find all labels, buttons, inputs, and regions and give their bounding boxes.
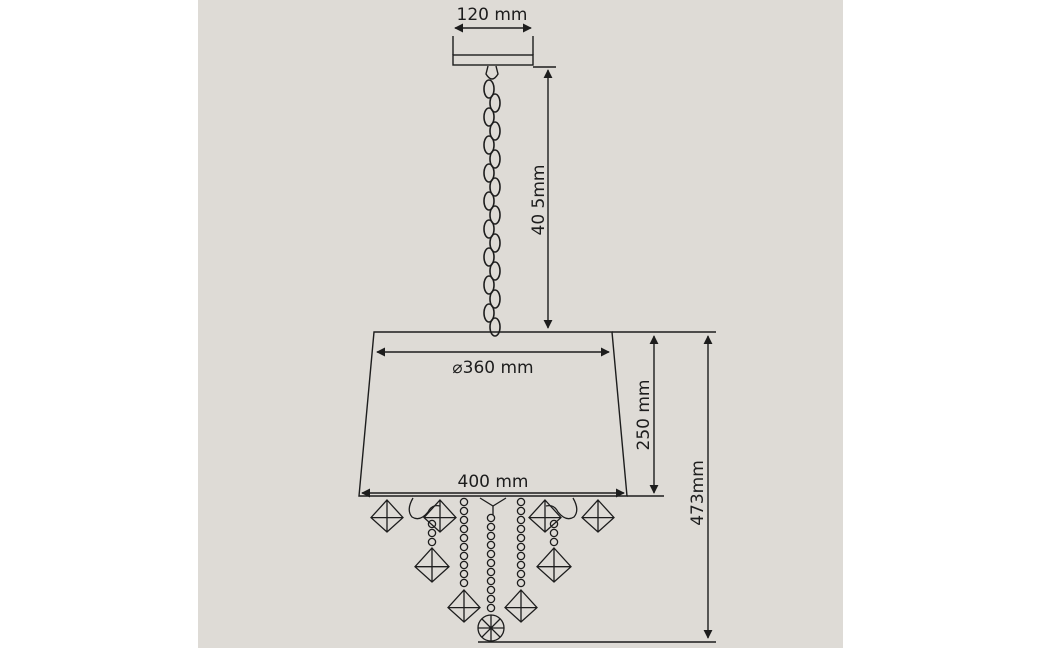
- bead: [486, 567, 496, 577]
- bead: [516, 560, 526, 570]
- bead: [459, 560, 469, 570]
- bead: [516, 569, 526, 579]
- bead: [459, 506, 469, 516]
- bead: [516, 497, 526, 507]
- bead: [549, 528, 559, 538]
- bead-strands: [427, 497, 559, 613]
- chain-link: [483, 79, 495, 99]
- bead: [486, 549, 496, 559]
- chain-link: [489, 289, 501, 309]
- lamp-shade: [358, 331, 716, 497]
- bead: [486, 576, 496, 586]
- bead: [486, 585, 496, 595]
- bead: [427, 528, 437, 538]
- bead: [459, 515, 469, 525]
- crystal-pendant: [414, 547, 450, 583]
- bead: [516, 578, 526, 588]
- bead: [486, 540, 496, 550]
- chain-link: [483, 191, 495, 211]
- crystal-pendant: [504, 589, 538, 623]
- total-height-label: 473mm: [688, 460, 708, 526]
- bead: [516, 533, 526, 543]
- bead: [549, 519, 559, 529]
- shade-top-diameter-label: ⌀360 mm: [452, 358, 533, 378]
- crystal-pendant: [581, 499, 615, 533]
- bead: [459, 569, 469, 579]
- shade-bottom-width-label: 400 mm: [458, 472, 529, 492]
- crystal-ball: [477, 614, 505, 642]
- chain-link: [489, 317, 501, 337]
- bead: [486, 594, 496, 604]
- chain-link: [489, 177, 501, 197]
- bead: [427, 537, 437, 547]
- chain-link: [489, 149, 501, 169]
- bead: [516, 551, 526, 561]
- chain-link: [483, 303, 495, 323]
- chain-link: [489, 205, 501, 225]
- chain-link: [483, 107, 495, 127]
- crystal-pendant: [370, 499, 404, 533]
- bead: [486, 558, 496, 568]
- shade-bottom-width-dimension: 400 mm: [361, 472, 625, 498]
- shade-top-diameter-dimension: ⌀360 mm: [376, 347, 610, 378]
- chain-link: [483, 247, 495, 267]
- bead: [459, 542, 469, 552]
- bead: [516, 524, 526, 534]
- drawing-background: [198, 0, 843, 648]
- bead: [486, 603, 496, 613]
- bead: [549, 537, 559, 547]
- bead: [486, 522, 496, 532]
- chain-link: [489, 233, 501, 253]
- crystal-pendant: [528, 499, 562, 533]
- chain-length-dimension: [533, 66, 556, 329]
- bead: [459, 578, 469, 588]
- chain-link: [489, 261, 501, 281]
- chain-link: [483, 219, 495, 239]
- canopy-width-dimension: 120 mm: [454, 5, 532, 33]
- crystal-pendant: [536, 547, 572, 583]
- chain-link: [489, 121, 501, 141]
- crystal-pendants: [370, 499, 615, 623]
- chain: [483, 79, 501, 337]
- chain-link: [489, 93, 501, 113]
- crystal-pendant: [447, 589, 481, 623]
- chain-length-label: 40 5mm: [529, 165, 549, 236]
- bead: [516, 506, 526, 516]
- total-height-dimension: [478, 335, 716, 643]
- crystal-pendant: [423, 499, 457, 533]
- canopy-width-label: 120 mm: [457, 5, 528, 25]
- chain-link: [483, 275, 495, 295]
- bead: [427, 519, 437, 529]
- chain-link: [483, 135, 495, 155]
- bead: [459, 551, 469, 561]
- ceiling-canopy: [452, 36, 534, 66]
- bead: [486, 513, 496, 523]
- chain-link: [483, 163, 495, 183]
- bead: [459, 524, 469, 534]
- shade-height-label: 250 mm: [634, 380, 654, 451]
- bead: [516, 542, 526, 552]
- bead: [459, 497, 469, 507]
- bead: [486, 531, 496, 541]
- bead: [459, 533, 469, 543]
- candle-arms: [408, 497, 578, 520]
- hook: [485, 65, 499, 80]
- bead: [516, 515, 526, 525]
